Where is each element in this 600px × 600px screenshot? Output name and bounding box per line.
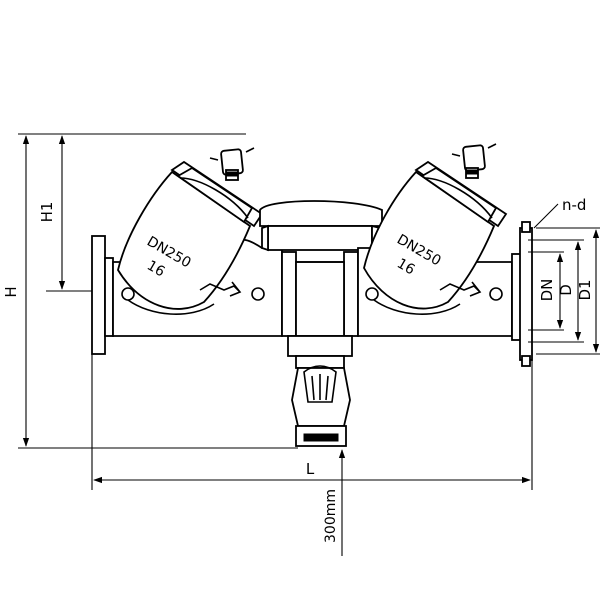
right-chamber [363,170,496,315]
right-flange [519,227,533,361]
bolt-hole [489,287,503,301]
valve-main-body [91,143,533,447]
left-pressure-label: 16 [144,258,168,281]
n-d-leader [533,203,559,229]
center-top-cover [259,200,383,227]
left-bonnet [170,160,264,228]
dn-label: DN [538,279,556,302]
left-chamber [117,170,252,315]
center-section [259,200,383,369]
bolt-hole [365,287,379,301]
left-actuator [209,147,255,181]
n-d-label: n-d [562,196,586,214]
left-flange-neck [104,257,114,337]
right-pressure-label: 16 [394,256,418,279]
dimension-lines [18,133,600,556]
h-label: H [2,286,20,297]
left-flange [91,235,106,355]
bolt-hole [121,287,135,301]
l-label: L [306,460,315,478]
right-bonnet [414,160,508,228]
center-right-flange [343,251,359,337]
right-actuator [451,143,497,179]
bolt-hole [251,287,265,301]
left-flow-arrow-icon [199,281,242,297]
right-flow-arrow-icon [439,281,482,297]
bottom-strainer-cap [291,365,351,447]
d1-label: D1 [576,279,594,300]
center-left-flange [281,251,297,337]
clearance-label: 300mm [323,489,339,543]
h1-label: H1 [38,202,56,223]
d-label: D [557,284,575,296]
